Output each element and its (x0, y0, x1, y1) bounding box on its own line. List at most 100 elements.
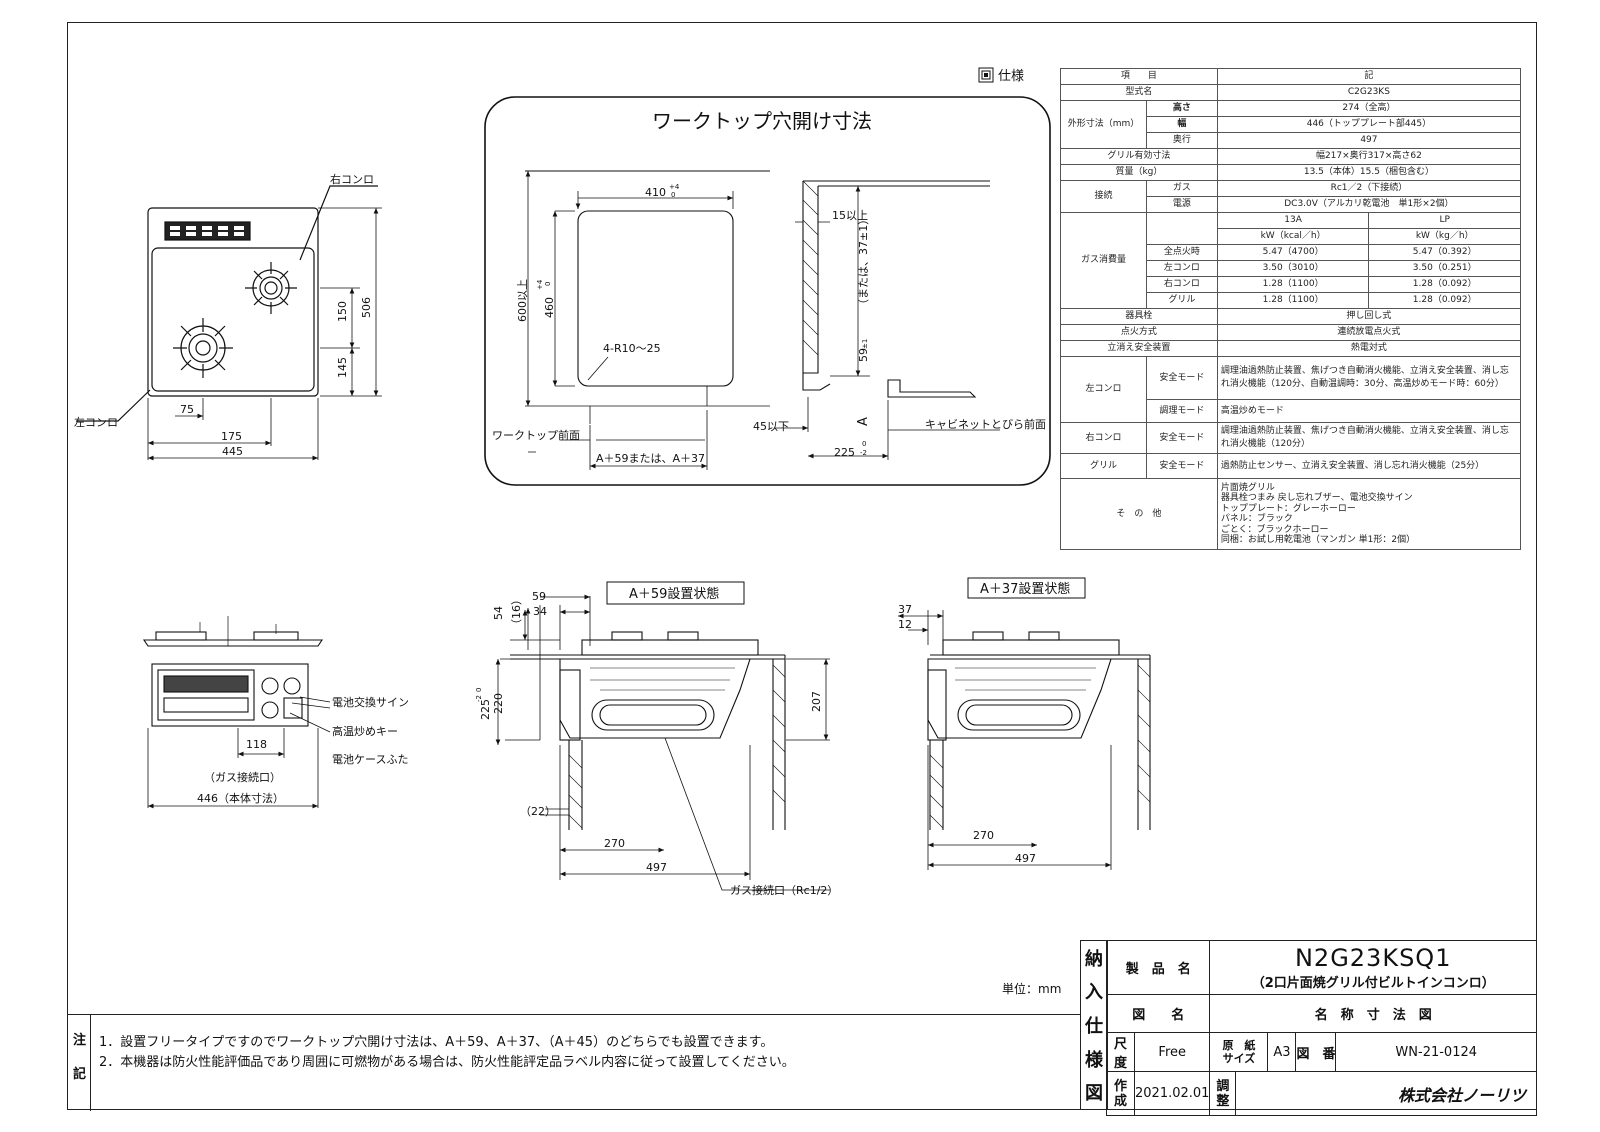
front-view (142, 616, 331, 809)
spec-label: 幅 (1145, 116, 1218, 133)
spec-label: ガス消費量 (1060, 212, 1147, 309)
spec-header-note: 記 (1216, 68, 1522, 85)
paper-size-label: 原 紙 サイズ (1209, 1032, 1269, 1072)
dim-600: 600以上 (516, 279, 529, 322)
dim-175: 175 (221, 430, 242, 443)
label-right-burner: 右コンロ (330, 172, 374, 186)
drawing-number: WN-21-0124 (1335, 1032, 1537, 1072)
created-date: 2021.02.01 (1133, 1071, 1211, 1116)
drawing-number-label: 図 番 (1295, 1032, 1337, 1072)
spec-value: 5.47（0.392） (1368, 244, 1521, 261)
spec-col-13a: 13A (1216, 212, 1370, 229)
label-worktop-front: ワークトップ前面 (492, 428, 580, 442)
dim-118: 118 (246, 738, 267, 751)
cutout-plan (525, 170, 770, 470)
spec-label: 接続 (1060, 180, 1147, 213)
spec-value: 熱電対式 (1216, 340, 1522, 357)
side-char: 仕 (1085, 1015, 1103, 1037)
product-description: （2口片面焼グリル付ビルトインコンロ） (1251, 976, 1495, 991)
dim-460-tol-lower: 0 (544, 282, 552, 286)
product-model: N2G23KSQ1 (1294, 944, 1452, 972)
note-2: 2．本機器は防火性能評価品であり周囲に可燃物がある場合は、防火性能評定品ラベル内… (99, 1055, 795, 1070)
side37-dim-497: 497 (1015, 852, 1036, 865)
dim-460-tol-upper: +4 (536, 279, 544, 290)
spec-label: 電源 (1145, 196, 1218, 213)
dim-225-tol-upper: 0 (862, 440, 866, 448)
dim-460: 460 (543, 297, 556, 318)
spec-label: グリル (1060, 453, 1147, 479)
spec-other-line: 片面焼グリル (1220, 482, 1275, 493)
side37-view (898, 610, 1151, 870)
drawing-name: 名 称 寸 法 図 (1209, 994, 1537, 1033)
spec-label: 調理モード (1145, 399, 1218, 423)
label-cabinet-front: キャビネットとびら前面 (925, 417, 1046, 431)
spec-value: 幅217×奥行317×高さ62 (1216, 148, 1522, 165)
spec-value: 5.47（4700） (1216, 244, 1370, 261)
side-char: 図 (1085, 1083, 1103, 1105)
spec-label: 右コンロ (1145, 276, 1218, 293)
side59-dim-207: 207 (810, 691, 823, 712)
spec-value: Rc1／2（下接続） (1216, 180, 1522, 197)
scale-value: Free (1133, 1032, 1211, 1072)
spec-label: グリル有効寸法 (1060, 148, 1218, 165)
title-block: 製 品 名 N2G23KSQ1 （2口片面焼グリル付ビルトインコンロ） 図 名 … (1105, 940, 1537, 1116)
spec-label: 点火方式 (1060, 324, 1218, 341)
side59-dim-16: （16） (510, 594, 523, 630)
label-left-burner: 左コンロ (74, 416, 118, 429)
notes-label: 記 (73, 1067, 87, 1082)
spec-header-item: 項 目 (1060, 68, 1218, 85)
dim-506: 506 (360, 297, 373, 318)
spec-col-lp: LP (1368, 212, 1521, 229)
dim-410-tol-lower: 0 (671, 191, 675, 199)
side59-view (495, 596, 830, 891)
spec-value: 3.50（0.251） (1368, 260, 1521, 277)
label-a-formula: A＋59または、A＋37 (596, 452, 705, 465)
dim-45-max: 45以下 (753, 420, 789, 433)
spec-value: 過熱防止センサー、立消え安全装置、消し忘れ消火機能（25分） (1216, 453, 1522, 479)
scale-label: 尺 度 (1106, 1032, 1140, 1072)
side59-dim-22: （22） (520, 805, 556, 818)
spec-value: 1.28（1100） (1216, 292, 1370, 309)
spec-other-values: 片面焼グリル 器具栓つまみ 戻し忘れブザー、電池交換サイン トッププレート：グレ… (1216, 478, 1522, 550)
spec-value: 3.50（3010） (1216, 260, 1370, 277)
created-label: 作 成 (1106, 1071, 1135, 1116)
side37-dim-12: 12 (898, 618, 912, 631)
notes-area: 注 記 1．設置フリータイプですのでワークトップ穴開け寸法は、A＋59、A＋37… (67, 1014, 1080, 1111)
label-gas-port: （ガス接続口） (204, 770, 281, 784)
spec-label: 右コンロ (1060, 422, 1147, 454)
side-char: 様 (1085, 1049, 1103, 1071)
spec-other-line: パネル：ブラック (1220, 514, 1293, 524)
dim-15-min: 15以上 (832, 209, 868, 222)
company-logo: 株式会社ノーリツ (1235, 1071, 1537, 1116)
spec-value: 497 (1216, 132, 1522, 149)
side-char: 納 (1085, 948, 1103, 970)
side59-dim-225-tol-lower: -2 (475, 695, 483, 702)
product-label: 製 品 名 (1105, 940, 1211, 995)
spec-value: 調理油過熱防止装置、焦げつき自動消火機能、立消え安全装置、消し忘れ消火機能（12… (1216, 356, 1522, 400)
dim-150: 150 (336, 301, 349, 322)
spec-heading: 仕様 (998, 69, 1024, 84)
side59-dim-225: 225 (479, 699, 492, 720)
spec-value: 446（トッププレート部445） (1216, 116, 1522, 133)
spec-unit: kW（kcal／h） (1216, 228, 1370, 245)
dim-59: 59 (857, 348, 870, 362)
spec-value: 連続放電点火式 (1216, 324, 1522, 341)
spec-label: 左コンロ (1060, 356, 1147, 423)
spec-label: 高さ (1145, 100, 1218, 117)
spec-value: 調理油過熱防止装置、焦げつき自動消火機能、立消え安全装置、消し忘れ消火機能（12… (1216, 422, 1522, 454)
label-high-heat-key: 高温炒めキー (332, 724, 398, 738)
dim-410: 410 (645, 186, 666, 199)
side59-dim-54: 54 (492, 606, 505, 620)
label-battery-sign: 電池交換サイン (332, 695, 409, 709)
spec-value: 13.5（本体）15.5（梱包含む） (1216, 164, 1522, 181)
side37-dim-270: 270 (973, 829, 994, 842)
adjusted-label: 調 整 (1209, 1071, 1237, 1116)
side37-dim-37: 37 (898, 603, 912, 616)
spec-value: C2G23KS (1216, 84, 1522, 101)
spec-other-line: ごとく：ブラックホーロー (1220, 524, 1329, 535)
side59-gas-port: ガス接続口（Rc1/2） (730, 883, 838, 897)
label-corner-radius: 4-R10～25 (603, 342, 661, 355)
side37-title: A＋37設置状態 (980, 581, 1070, 597)
dim-225: 225 (834, 446, 855, 459)
